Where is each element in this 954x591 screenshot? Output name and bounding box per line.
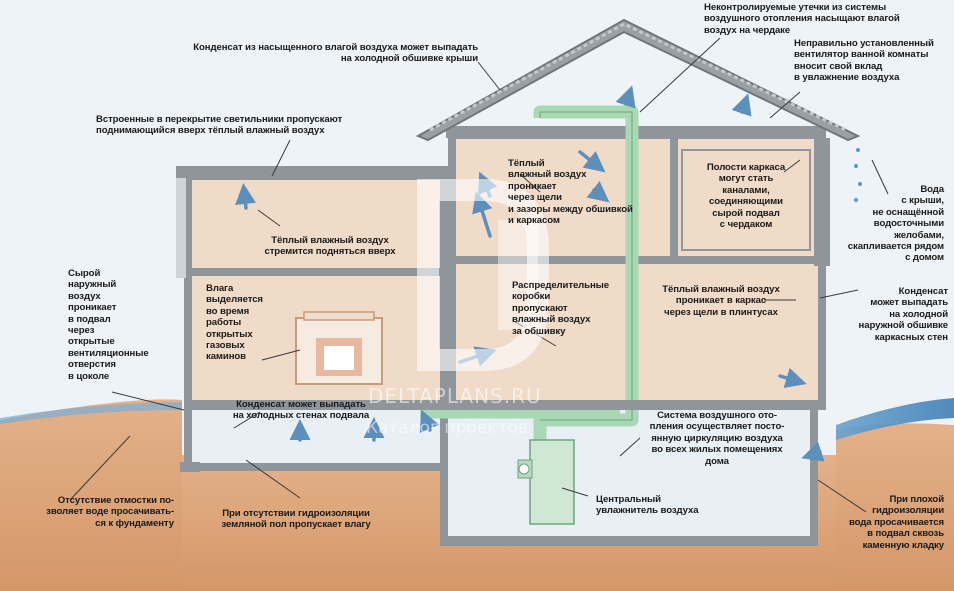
roof-water-drops [854,148,862,202]
label-basement-walls: Конденсат может выпадать на холодных сте… [232,399,370,422]
watermark-logo [417,179,549,371]
label-ceiling-lights: Встроенные в перекрытие светильники проп… [96,114,343,137]
label-baseboard-gaps: Тёплый влажный воздух проникает в каркас… [662,284,780,318]
label-attic-leaks: Неконтролируемые утечки из системы возду… [704,2,900,36]
label-no-waterproofing: При отсутствии гидроизоляции земляной по… [221,508,371,531]
right-eave [814,138,830,266]
label-outside-air: Сырой наружный воздух проникает в подвал… [68,268,149,382]
basement-slab [440,536,818,546]
label-heating-system: Система воздушного ото- пления осуществл… [649,410,785,467]
label-walls-gaps: Тёплый влажный воздух проникает через ще… [508,158,633,227]
label-poor-waterproofing: При плохой гидроизоляции вода просачивае… [848,494,944,551]
label-frame-cavities: Полости каркаса могут стать каналами, со… [706,162,786,231]
label-fireplaces: Влага выделяется во время работы открыты… [206,283,263,363]
water-pool-right [836,398,954,440]
label-gutters: Вода с крыши, не оснащённой водосточными… [847,184,944,264]
roof [415,18,861,142]
leader-lines [69,37,889,513]
roof-shingles [429,22,847,132]
basement-deep [440,401,818,544]
central-humidifier [517,439,575,525]
ground-left [0,399,182,591]
air-duct-edge [539,111,633,421]
center-floor-slab [444,400,826,410]
label-roof-condensation: Конденсат из насыщенного влагой воздуха … [193,42,478,65]
label-exterior-sheathing: Конденсат может выпадать на холодной нар… [858,286,949,343]
label-warm-air-rises: Тёплый влажный воздух стремится поднятьс… [264,235,396,258]
label-bath-fan: Неправильно установленный вентилятор ван… [794,38,934,84]
frame-cavity-box [681,149,811,251]
label-humidifier: Центральный увлажнитель воздуха [596,494,699,517]
fireplace [295,311,383,385]
left-siding [176,178,186,278]
label-no-apron: Отсутствие отмостки по- зволяет воде про… [46,495,174,529]
left-floor-slab [184,400,448,410]
water-pool-left [0,402,182,424]
label-distribution-boxes: Распределительные коробки пропускают вла… [512,280,610,337]
ground-right [836,423,954,591]
watermark-site: DELTAPLANS.RU [368,384,542,408]
left-eave [176,166,452,178]
footing-left [180,462,200,472]
watermark-caption: Каталог проектов [366,418,528,438]
